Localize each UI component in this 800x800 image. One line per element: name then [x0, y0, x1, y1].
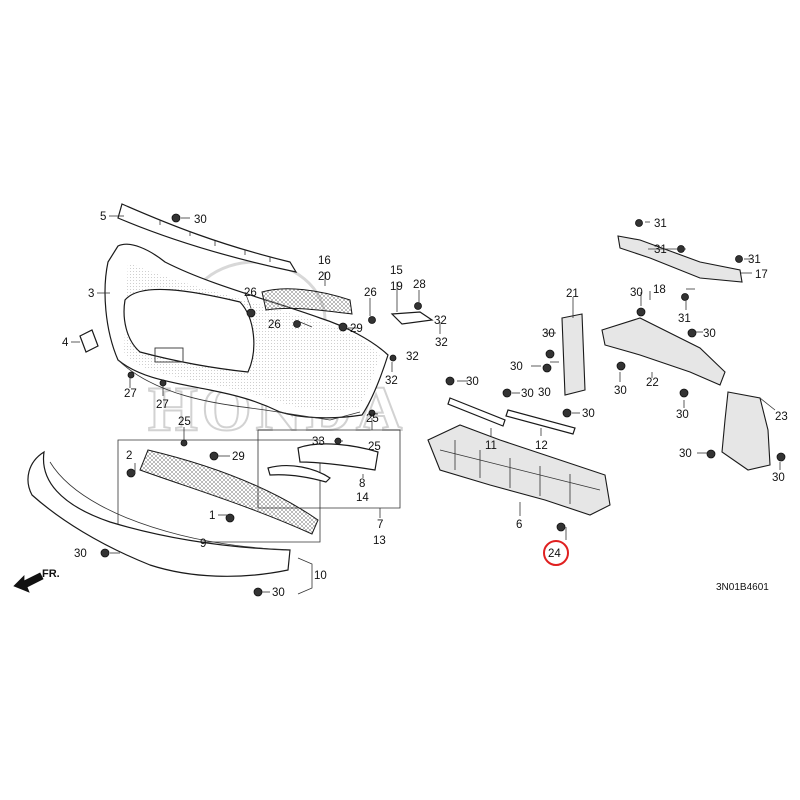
callout-25[interactable]: 25: [368, 441, 381, 453]
callout-30[interactable]: 30: [630, 287, 643, 299]
callout-7[interactable]: 7: [377, 519, 383, 531]
callout-17[interactable]: 17: [755, 269, 768, 281]
diagram-code: 3N01B4601: [716, 582, 769, 593]
fasteners: [100, 213, 786, 597]
callout-30[interactable]: 30: [679, 448, 692, 460]
callout-30[interactable]: 30: [582, 408, 595, 420]
callout-2[interactable]: 2: [126, 450, 132, 462]
callout-31[interactable]: 31: [748, 254, 761, 266]
part-3-grille-opening: [123, 288, 255, 373]
callout-30[interactable]: 30: [521, 388, 534, 400]
callout-27[interactable]: 27: [156, 399, 169, 411]
part-16-20-garnish[interactable]: [261, 288, 353, 315]
callout-30[interactable]: 30: [676, 409, 689, 421]
highlighted-callout-24[interactable]: 24: [543, 540, 569, 566]
part-10-lower-spoiler[interactable]: [27, 450, 291, 577]
callout-25[interactable]: 25: [178, 416, 191, 428]
callout-30[interactable]: 30: [74, 548, 87, 560]
callout-32[interactable]: 32: [385, 375, 398, 387]
callout-10[interactable]: 10: [314, 570, 327, 582]
callout-27[interactable]: 27: [124, 388, 137, 400]
callout-19[interactable]: 19: [390, 281, 403, 293]
callout-14[interactable]: 14: [356, 492, 369, 504]
callout-6[interactable]: 6: [516, 519, 522, 531]
part-15-19-bracket[interactable]: [390, 311, 434, 325]
callout-24[interactable]: 24: [548, 548, 561, 560]
callout-13[interactable]: 13: [373, 535, 386, 547]
callout-12[interactable]: 12: [535, 440, 548, 452]
callout-3[interactable]: 3: [88, 288, 94, 300]
leader-lines: [71, 215, 781, 595]
part-5-upper-garnish[interactable]: [117, 203, 298, 273]
part-3-lower-edge: [117, 359, 361, 421]
part-3-plate-mount: [154, 347, 184, 363]
callout-30[interactable]: 30: [466, 376, 479, 388]
callout-32[interactable]: 32: [435, 337, 448, 349]
callout-18[interactable]: 18: [653, 284, 666, 296]
part-6-beam-ribs: [439, 440, 601, 504]
callout-16[interactable]: 16: [318, 255, 331, 267]
part-22-absorber[interactable]: [601, 317, 726, 386]
part-7-13-box: [257, 429, 401, 509]
callout-29[interactable]: 29: [232, 451, 245, 463]
part-8-14-fog-garnish[interactable]: [297, 443, 379, 471]
callout-21[interactable]: 21: [566, 288, 579, 300]
callout-20[interactable]: 20: [318, 271, 331, 283]
part-7-13-fog-trim[interactable]: [267, 465, 331, 483]
callout-25[interactable]: 25: [366, 413, 379, 425]
callout-32[interactable]: 32: [434, 315, 447, 327]
callout-15[interactable]: 15: [390, 265, 403, 277]
callout-31[interactable]: 31: [678, 313, 691, 325]
part-17-upper-rail[interactable]: [617, 235, 743, 283]
part-9-lower-grille[interactable]: [139, 449, 319, 535]
callout-22[interactable]: 22: [646, 377, 659, 389]
callout-33[interactable]: 33: [312, 436, 325, 448]
part-11-rod[interactable]: [447, 397, 506, 427]
part-5-clips: [159, 220, 271, 262]
callout-26[interactable]: 26: [268, 319, 281, 331]
callout-30[interactable]: 30: [194, 214, 207, 226]
callout-31[interactable]: 31: [654, 218, 667, 230]
callout-5[interactable]: 5: [100, 211, 106, 223]
callout-30[interactable]: 30: [614, 385, 627, 397]
callout-28[interactable]: 28: [413, 279, 426, 291]
callout-9[interactable]: 9: [200, 538, 206, 550]
callout-26[interactable]: 26: [244, 287, 257, 299]
callout-31[interactable]: 31: [654, 244, 667, 256]
callout-29[interactable]: 29: [350, 323, 363, 335]
part-12-rod[interactable]: [505, 409, 576, 435]
part-10-inner-edge: [49, 461, 286, 551]
callout-8[interactable]: 8: [359, 478, 365, 490]
part-21-bracket[interactable]: [561, 313, 586, 396]
callout-30[interactable]: 30: [538, 387, 551, 399]
part-4-bracket[interactable]: [79, 329, 99, 353]
callout-labels: 5 30 3 4 16 20 15 19 28 26 26 26 29 32 3…: [62, 211, 788, 599]
callout-30[interactable]: 30: [272, 587, 285, 599]
callout-26[interactable]: 26: [364, 287, 377, 299]
front-arrow-icon: [13, 572, 44, 593]
callout-23[interactable]: 23: [775, 411, 788, 423]
part-9-box: [117, 439, 321, 543]
callout-30[interactable]: 30: [772, 472, 785, 484]
front-direction-indicator: FR.: [13, 568, 60, 593]
highlight-ring: [543, 540, 569, 566]
callout-1[interactable]: 1: [209, 510, 215, 522]
callout-32[interactable]: 32: [406, 351, 419, 363]
front-direction-label: FR.: [42, 568, 60, 580]
part-23-side-bracket[interactable]: [721, 391, 771, 471]
callout-11[interactable]: 11: [485, 440, 497, 452]
callout-30[interactable]: 30: [542, 328, 555, 340]
callout-30[interactable]: 30: [510, 361, 523, 373]
callout-4[interactable]: 4: [62, 337, 69, 349]
callout-30[interactable]: 30: [703, 328, 716, 340]
